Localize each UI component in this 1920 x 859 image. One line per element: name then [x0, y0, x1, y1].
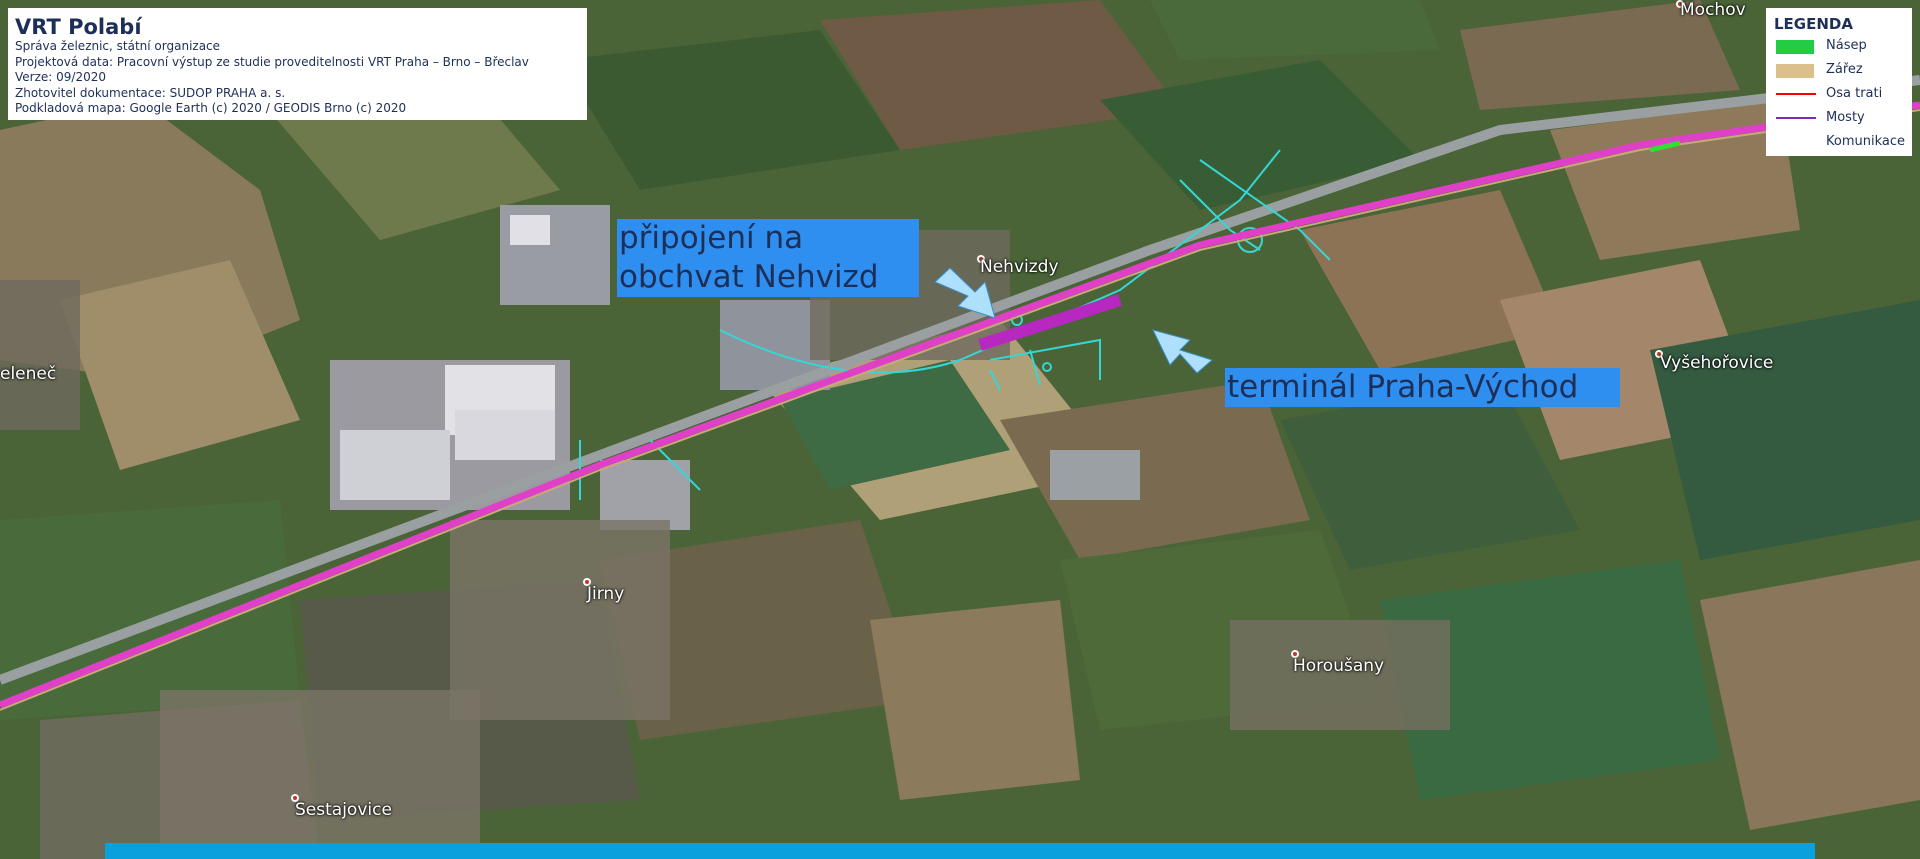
callout-nehvizdy-bypass: připojení na obchvat Nehvizd — [617, 219, 919, 297]
map-title: VRT Polabí — [15, 15, 142, 39]
legend-item-osa-trati: Osa trati — [1774, 82, 1904, 106]
place-label-vysehorovice: Vyšehořovice — [1660, 353, 1774, 373]
place-marker-icon — [291, 794, 299, 802]
legend-label: Osa trati — [1826, 86, 1883, 101]
project-info-box: VRT Polabí Správa železnic, státní organ… — [8, 8, 587, 120]
info-line-organization: Správa železnic, státní organizace — [15, 39, 221, 53]
road-line-icon — [1776, 141, 1816, 143]
track-axis-line-icon — [1776, 93, 1816, 95]
info-line-contractor: Zhotovitel dokumentace: SUDOP PRAHA a. s… — [15, 85, 286, 100]
arrow-to-terminal — [1152, 329, 1214, 374]
place-label-jirny: Jirny — [587, 584, 625, 604]
place-label-sestajovice: Sestajovice — [295, 800, 392, 820]
place-marker-icon — [977, 255, 985, 263]
info-line-version: Verze: 09/2020 — [15, 70, 106, 84]
legend: LEGENDA Násep Zářez Osa trati Mosty Komu… — [1766, 8, 1912, 156]
legend-label: Zářez — [1826, 62, 1863, 77]
arrow-to-nehvizdy — [934, 267, 996, 319]
cutting-swatch-icon — [1776, 64, 1814, 78]
bottom-bar — [105, 843, 1815, 859]
embankment-swatch-icon — [1776, 40, 1814, 54]
callout-line: připojení na — [619, 220, 804, 256]
bridge-line-icon — [1776, 117, 1816, 119]
place-label-mochov: Mochov — [1680, 0, 1746, 20]
callout-terminal: terminál Praha-Východ — [1225, 368, 1620, 407]
place-marker-icon — [1655, 350, 1663, 358]
callout-terminal-label: terminál Praha-Východ — [1227, 369, 1579, 405]
legend-label: Komunikace — [1826, 134, 1905, 149]
legend-title: LEGENDA — [1774, 15, 1853, 33]
callout-line: obchvat Nehvizd — [619, 259, 879, 295]
place-label-horousany: Horoušany — [1293, 656, 1385, 676]
legend-item-nasep: Násep — [1774, 34, 1904, 58]
legend-item-zarez: Zářez — [1774, 58, 1904, 82]
legend-label: Mosty — [1826, 110, 1865, 125]
legend-label: Násep — [1826, 38, 1867, 53]
legend-item-mosty: Mosty — [1774, 106, 1904, 130]
place-label-nehvizdy: Nehvizdy — [980, 257, 1059, 277]
info-line-basemap: Podkladová mapa: Google Earth (c) 2020 /… — [15, 101, 407, 115]
info-line-project-data: Projektová data: Pracovní výstup ze stud… — [15, 54, 529, 69]
place-marker-icon — [1291, 650, 1299, 658]
place-label-jelenec: eleneč — [0, 364, 57, 384]
legend-item-komunikace: Komunikace — [1774, 130, 1905, 154]
place-marker-icon — [583, 578, 591, 586]
place-marker-icon — [1676, 0, 1684, 8]
